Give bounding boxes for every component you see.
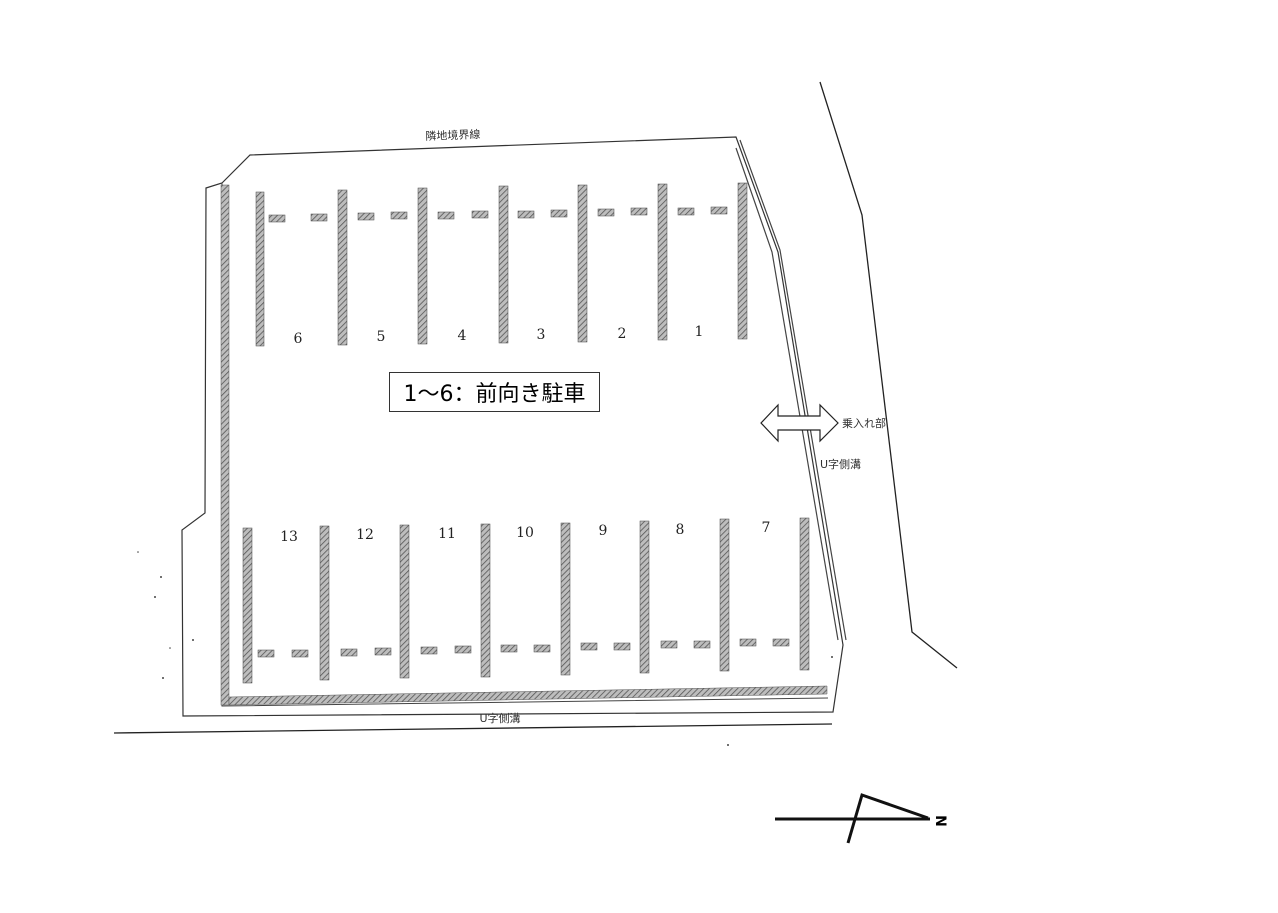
stall-number: 13 (280, 529, 298, 545)
north-arrow-icon: N (775, 793, 948, 844)
legend-box: 1～6：前向き駐車 (389, 372, 600, 412)
stall-number: 3 (537, 327, 546, 343)
wheel-stop (613, 642, 631, 651)
wheel-stop (454, 645, 472, 654)
wheel-stop (693, 640, 711, 649)
stall-divider (255, 191, 265, 347)
entrance-arrow-icon (760, 403, 839, 443)
wheel-stop (500, 644, 518, 653)
entrance-label: 乗入れ部 (842, 416, 886, 430)
gutter-bottom-label: U字側溝 (479, 711, 520, 725)
stall-divider (337, 189, 348, 346)
stall-divider (799, 517, 810, 671)
wheel-stop (677, 207, 695, 216)
stall-number: 8 (676, 522, 685, 538)
wheel-stop (597, 208, 615, 217)
right-gutter (735, 139, 847, 641)
stall-divider (639, 520, 650, 674)
stall-divider (560, 522, 571, 676)
road-edge-right (819, 81, 958, 669)
left-curb (220, 184, 230, 706)
wheel-stop (390, 211, 408, 220)
wheel-stop (580, 642, 598, 651)
wheel-stop (257, 649, 275, 658)
stall-divider (498, 185, 509, 344)
scan-specks (137, 551, 833, 746)
stall-divider (657, 183, 668, 341)
stall-divider (417, 187, 428, 345)
stall-number: 11 (438, 526, 456, 542)
wheel-stop (550, 209, 568, 218)
bottom-curb (228, 685, 828, 706)
wheel-stop (533, 644, 551, 653)
wheel-stop (630, 207, 648, 216)
wheel-stop (268, 214, 286, 223)
north-label: N (932, 815, 948, 827)
bottom-wheel-stops (257, 638, 790, 658)
bottom-stall-dividers (242, 517, 810, 684)
stall-number: 6 (294, 331, 303, 347)
gutter-right-label: U字側溝 (820, 457, 861, 471)
stall-divider (577, 184, 588, 343)
stall-divider (480, 523, 491, 678)
stall-divider (737, 182, 748, 340)
wheel-stop (517, 210, 535, 219)
bottom-stall-numbers: 13 12 11 10 9 8 7 (280, 520, 770, 545)
wheel-stop (772, 638, 790, 647)
stall-number: 10 (516, 525, 534, 541)
wheel-stop (420, 646, 438, 655)
stall-divider (399, 524, 410, 679)
road-edge-bottom (113, 723, 833, 734)
stall-number: 7 (762, 520, 771, 536)
wheel-stop (739, 638, 757, 647)
property-boundary (181, 136, 844, 717)
stall-number: 2 (618, 326, 627, 342)
wheel-stop (291, 649, 309, 658)
stall-number: 12 (356, 527, 374, 543)
wheel-stop (437, 211, 455, 220)
stall-number: 1 (695, 324, 704, 340)
wheel-stop (340, 648, 358, 657)
wheel-stop (660, 640, 678, 649)
stall-number: 4 (458, 328, 467, 344)
stall-number: 9 (599, 523, 608, 539)
wheel-stop (357, 212, 375, 221)
top-stall-dividers (255, 182, 748, 347)
wheel-stop (310, 213, 328, 222)
lot-inner-line (221, 183, 829, 707)
stall-divider (242, 527, 253, 684)
wheel-stop (471, 210, 489, 219)
stall-divider (719, 518, 730, 672)
stall-divider (319, 525, 330, 681)
boundary-label: 隣地境界線 (425, 127, 480, 143)
stall-number: 5 (377, 329, 386, 345)
top-wheel-stops (268, 206, 728, 223)
wheel-stop (710, 206, 728, 215)
wheel-stop (374, 647, 392, 656)
top-stall-numbers: 6 5 4 3 2 1 (294, 324, 704, 347)
